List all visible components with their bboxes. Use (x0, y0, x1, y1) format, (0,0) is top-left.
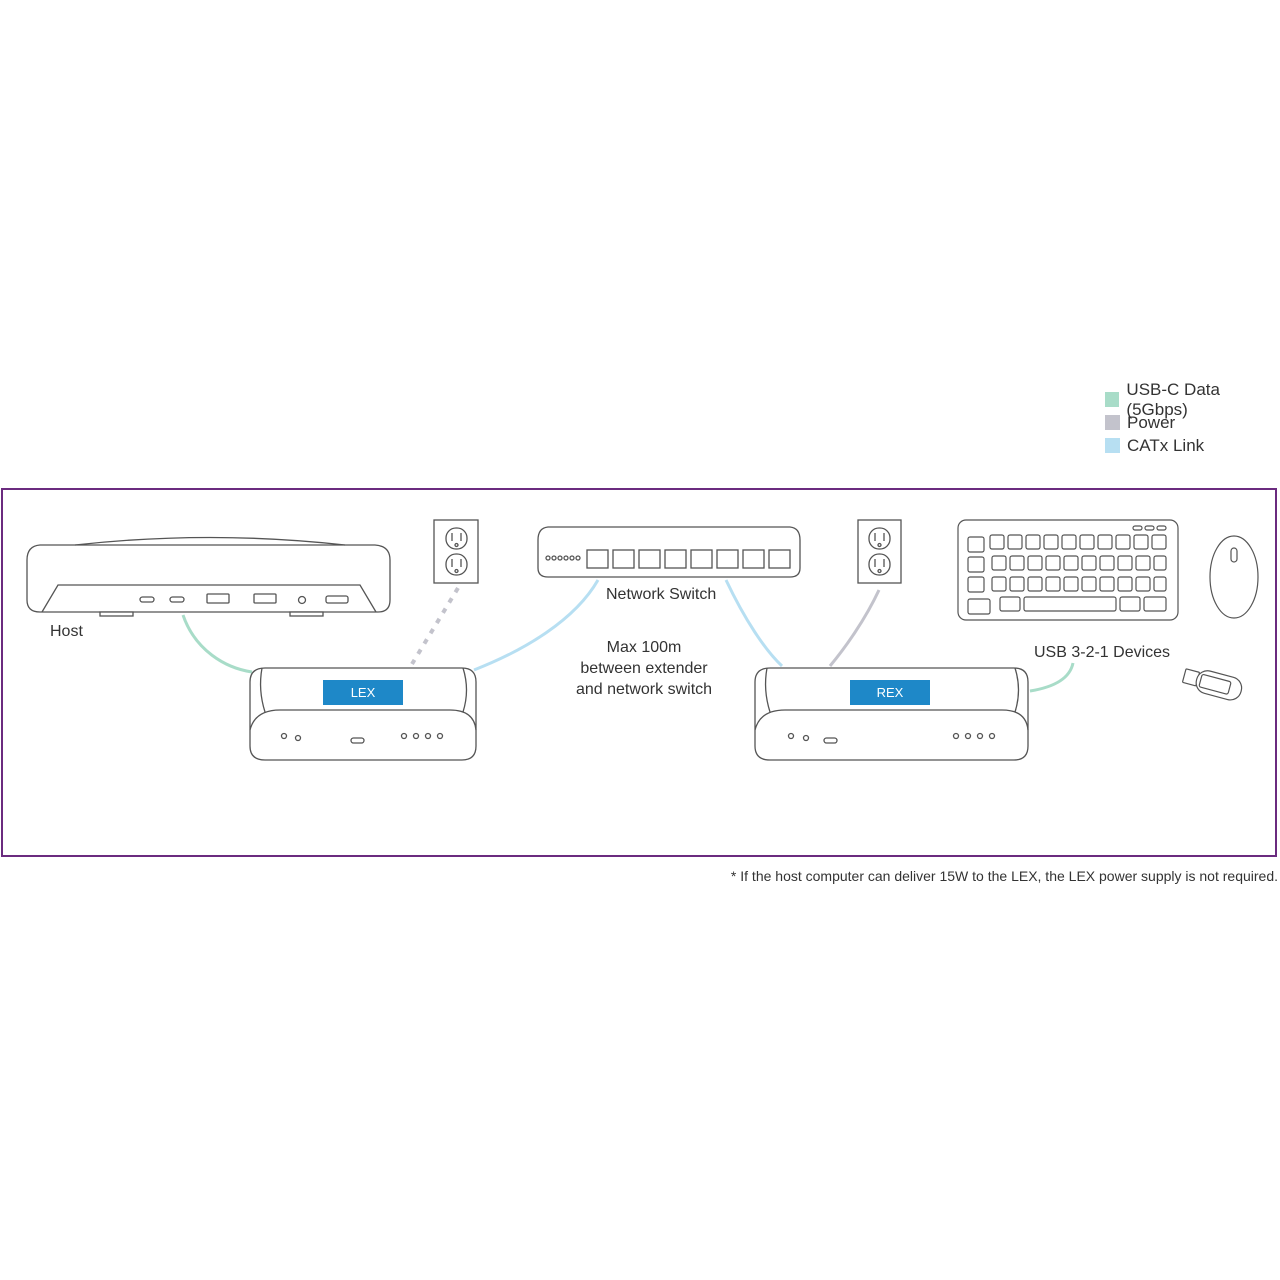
usb-devices-label: USB 3-2-1 Devices (1034, 644, 1170, 661)
footnote: * If the host computer can deliver 15W t… (730, 868, 1278, 884)
mouse (1209, 535, 1259, 619)
catx-cable-lex-switch (473, 579, 600, 672)
usb-c-cable-host-lex (181, 614, 253, 674)
usb-flash-drive (1182, 668, 1243, 701)
host-label: Host (50, 623, 83, 640)
rex-label: REX (877, 685, 904, 700)
diagram-frame (1, 488, 1277, 857)
power-outlet-rex (857, 519, 902, 584)
legend-item-usb-c: USB-C Data (5Gbps) (1105, 380, 1280, 419)
legend-swatch-power (1105, 415, 1120, 430)
network-switch (537, 526, 801, 578)
legend-label-power: Power (1127, 412, 1176, 432)
rex-unit (754, 667, 1029, 761)
legend: USB-C Data (5Gbps) Power CATx Link (1105, 380, 1280, 457)
legend-swatch-usb-c (1105, 392, 1120, 407)
legend-label-catx: CATx Link (1127, 435, 1205, 455)
rex-badge (850, 680, 930, 705)
max-distance-line2: between extender (580, 660, 708, 677)
network-switch-label: Network Switch (606, 586, 716, 603)
catx-cable-switch-rex (724, 579, 784, 668)
power-cable-rex (828, 589, 881, 667)
legend-swatch-catx (1105, 438, 1120, 453)
power-outlet-lex (433, 519, 479, 584)
lex-badge (323, 680, 403, 705)
max-distance-line3: and network switch (576, 681, 712, 698)
legend-label-usb-c: USB-C Data (5Gbps) (1126, 379, 1220, 419)
legend-item-power: Power (1105, 411, 1280, 434)
max-distance-line1: Max 100m (607, 639, 682, 656)
keyboard (957, 519, 1179, 621)
host-computer (26, 536, 391, 617)
lex-label: LEX (351, 685, 376, 700)
usb-c-cable-rex-devices (1029, 662, 1075, 693)
lex-unit (249, 667, 477, 761)
power-cable-lex-dashed (410, 586, 460, 666)
legend-item-catx: CATx Link (1105, 434, 1280, 457)
